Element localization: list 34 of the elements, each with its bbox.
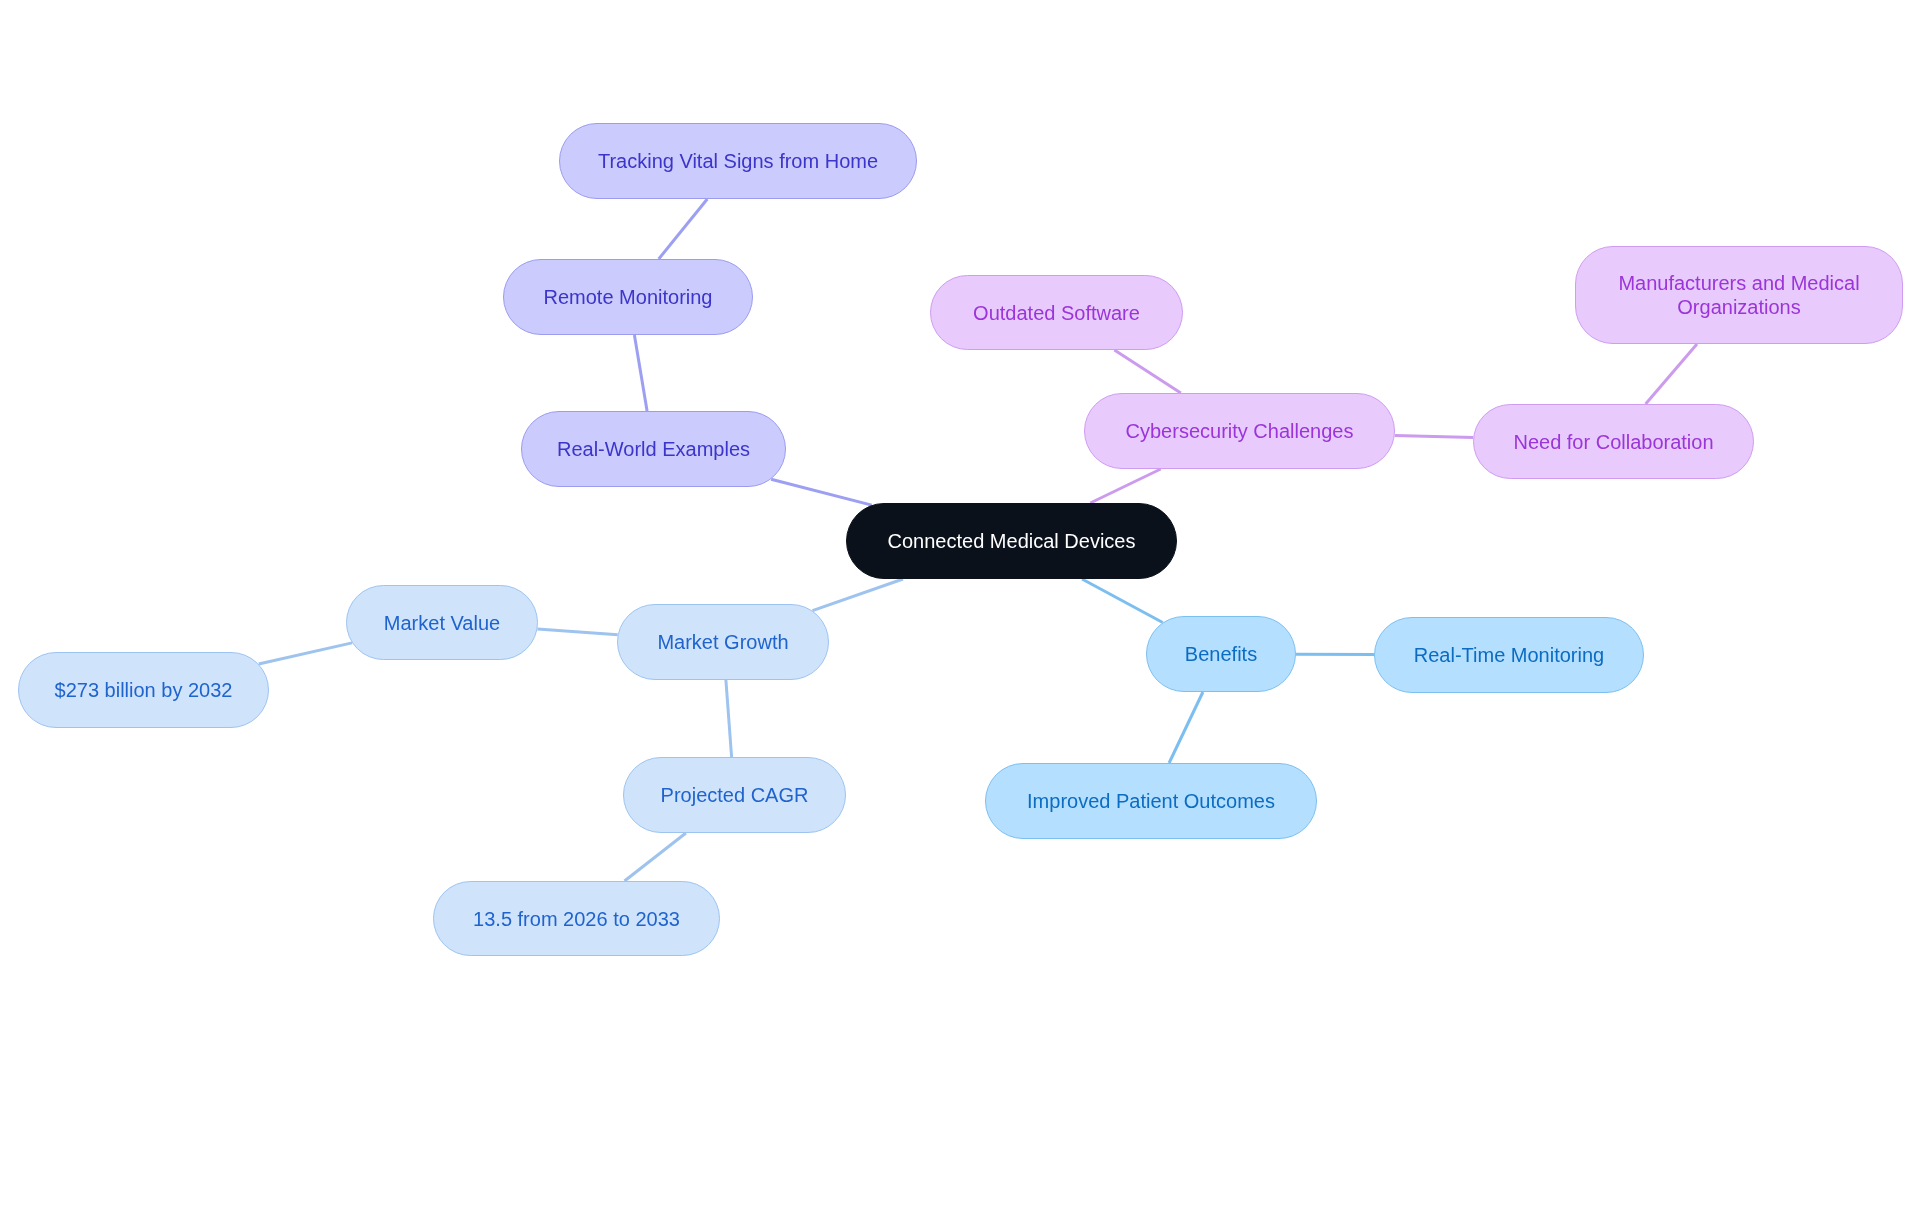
connector-line	[1089, 467, 1162, 505]
topic-label: 13.5 from 2026 to 2033	[473, 906, 680, 931]
topic-label: Remote Monitoring	[543, 285, 713, 309]
topic-label: Benefits	[1184, 642, 1258, 666]
connector-line	[623, 831, 687, 883]
topic-node	[1575, 246, 1903, 344]
connector-line	[1167, 691, 1205, 764]
connector-line	[1394, 433, 1474, 440]
topic-node	[346, 585, 538, 660]
connector-line	[258, 641, 353, 666]
connector-line	[537, 627, 618, 637]
topic-label: Tracking Vital Signs from Home	[597, 149, 879, 173]
topic-label: Need for Collaboration	[1513, 429, 1714, 454]
topic-label: Outdated Software	[973, 300, 1140, 325]
connector-line	[770, 477, 873, 507]
connector-line	[724, 679, 734, 758]
topic-label: Cybersecurity Challenges	[1125, 419, 1354, 443]
topic-label: Market Growth	[657, 630, 789, 654]
connector-line	[657, 198, 709, 260]
topic-label: Connected Medical Devices	[887, 529, 1136, 553]
connector-line	[1113, 348, 1182, 395]
connector-line	[1644, 343, 1699, 405]
topic-label: Projected CAGR	[660, 783, 809, 807]
connector-line	[1081, 577, 1164, 624]
topic-label: Market Value	[383, 610, 501, 635]
connector-line	[632, 334, 649, 412]
topic-node	[521, 411, 786, 487]
topic-label: Manufacturers and Medical Organizations	[1617, 271, 1861, 319]
connector-line	[1296, 652, 1374, 656]
topic-label: Real-World Examples	[557, 437, 750, 461]
topic-label: $273 billion by 2032	[54, 678, 233, 702]
topic-label: Improved Patient Outcomes	[1027, 789, 1275, 813]
connector-line	[812, 577, 904, 613]
topic-label: Real-Time Monitoring	[1413, 643, 1605, 667]
